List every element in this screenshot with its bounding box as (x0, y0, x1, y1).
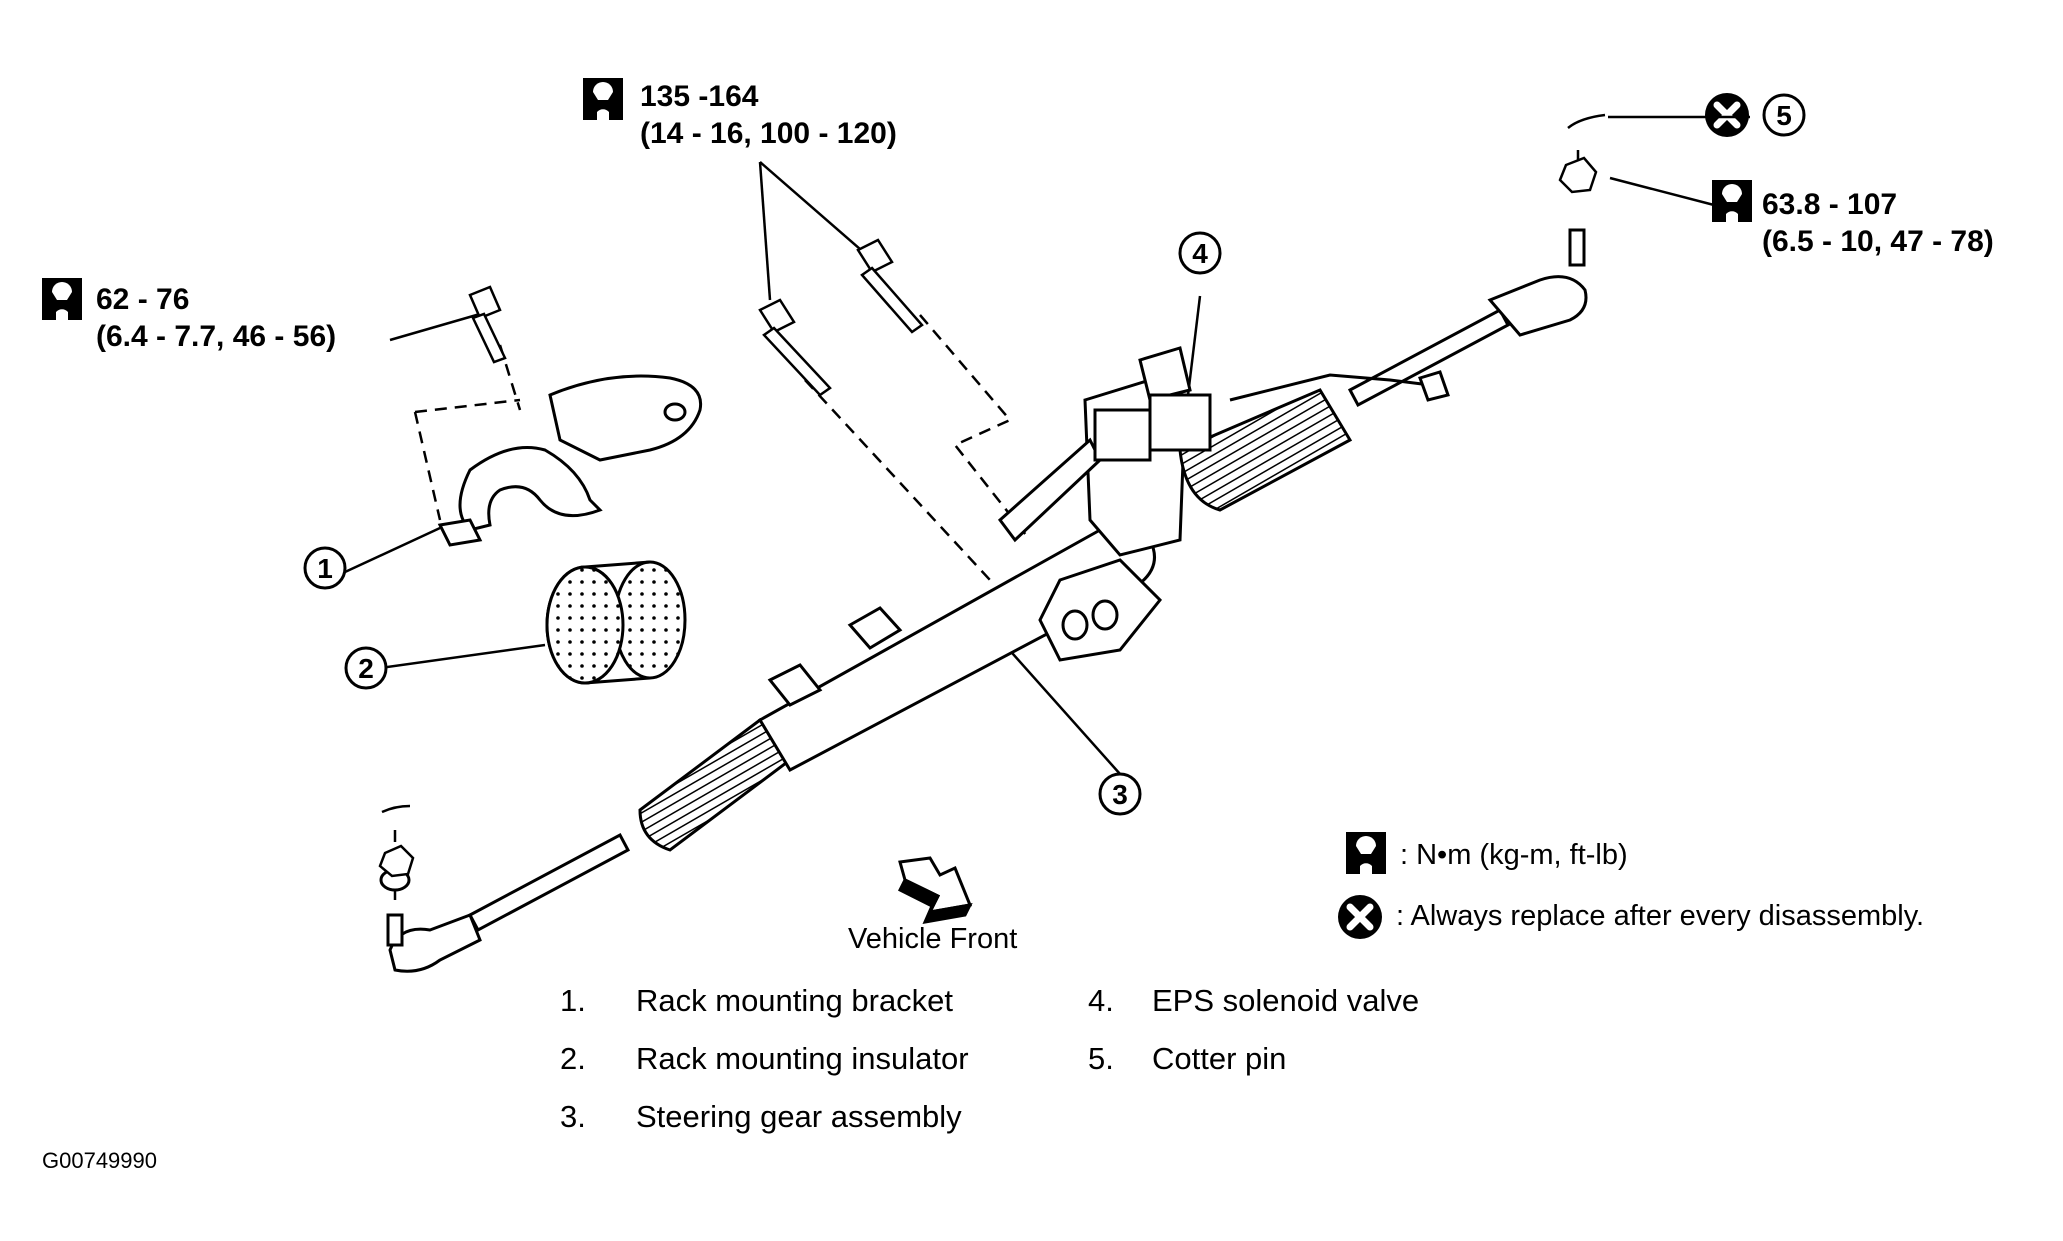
castle-nuts (378, 156, 1598, 878)
part-name: Cotter pin (1152, 1041, 1287, 1076)
torque-spec-gear-bolts: 135 -164 (14 - 16, 100 - 120) (640, 80, 897, 151)
parts-list-item: 3. Steering gear assembly (560, 1099, 962, 1135)
replace-x-icon (1705, 93, 1749, 137)
torque-nm: 63.8 - 107 (1762, 188, 1898, 221)
callout-5: 5 (1776, 100, 1792, 131)
torque-nm: 135 -164 (640, 80, 759, 113)
parts-list-item: 1. Rack mounting bracket (560, 983, 953, 1019)
torque-wrench-icon (1712, 180, 1752, 222)
torque-alt: (6.5 - 10, 47 - 78) (1762, 224, 1994, 258)
callout-4: 4 (1192, 238, 1208, 269)
cotter-pins (381, 113, 1606, 814)
figure-id: G00749990 (42, 1148, 157, 1173)
parts-list-item: 2. Rack mounting insulator (560, 1041, 969, 1077)
replace-x-icon (1338, 895, 1382, 939)
part-name: Steering gear assembly (636, 1099, 962, 1134)
parts-list-item: 5. Cotter pin (1088, 1041, 1286, 1077)
part-number: 5. (1088, 1041, 1114, 1076)
vehicle-front-arrow (897, 856, 973, 924)
vehicle-front-label: Vehicle Front (848, 923, 1018, 955)
part-name: EPS solenoid valve (1152, 983, 1420, 1018)
steering-gear-assembly (379, 228, 1588, 973)
callout-3: 3 (1112, 779, 1128, 810)
part-name: Rack mounting bracket (636, 983, 954, 1018)
part-number: 3. (560, 1099, 586, 1134)
torque-wrench-icon (583, 78, 623, 120)
gear-mounting-bolts (758, 238, 924, 397)
torque-alt: (6.4 - 7.7, 46 - 56) (96, 319, 337, 353)
callout-2: 2 (358, 653, 374, 684)
torque-nm: 62 - 76 (96, 283, 190, 316)
parts-list-item: 4. EPS solenoid valve (1088, 983, 1419, 1019)
rack-mounting-insulator (545, 560, 687, 685)
legend-replace-note: : Always replace after every disassembly… (1396, 900, 1925, 932)
torque-wrench-icon (42, 278, 82, 320)
bracket-bolt (468, 285, 507, 364)
leader-lines (344, 115, 1750, 775)
callout-circles (303, 93, 1806, 816)
torque-wrench-icon (1346, 832, 1386, 874)
torque-alt: (14 - 16, 100 - 120) (640, 116, 897, 150)
legend-torque-units: : N•m (kg-m, ft-lb) (1400, 839, 1628, 871)
callout-1: 1 (317, 553, 333, 584)
part-name: Rack mounting insulator (636, 1041, 969, 1076)
part-number: 4. (1088, 983, 1114, 1018)
part-number: 1. (560, 983, 586, 1018)
part-number: 2. (560, 1041, 586, 1076)
rack-mounting-bracket (437, 374, 703, 547)
torque-spec-bracket-bolt: 62 - 76 (6.4 - 7.7, 46 - 56) (96, 283, 336, 354)
torque-spec-tie-rod-nut: 63.8 - 107 (6.5 - 10, 47 - 78) (1762, 188, 1994, 259)
alignment-lines (393, 150, 1580, 900)
eps-solenoid-valve (1093, 393, 1212, 462)
